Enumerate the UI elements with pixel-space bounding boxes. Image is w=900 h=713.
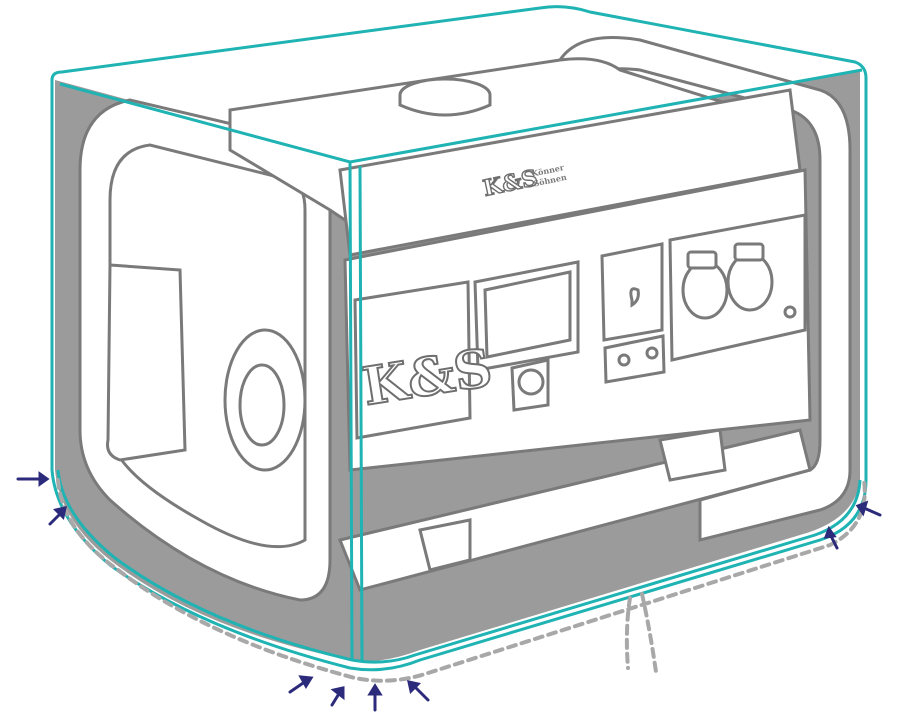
arrow-icon	[288, 675, 314, 694]
arrow-icon	[823, 525, 839, 550]
arrow-icon	[16, 471, 50, 487]
socket-2	[726, 252, 774, 312]
arrow-icon	[330, 686, 345, 707]
arrow-icon	[367, 683, 383, 712]
logo-box	[353, 280, 472, 440]
arrow-icon	[855, 500, 882, 517]
cover-outline	[50, 5, 868, 672]
recoil-housing	[106, 263, 187, 462]
choke-knob	[517, 368, 545, 396]
socket-1	[681, 260, 729, 320]
generator-body	[106, 57, 812, 592]
arrow-icon	[48, 506, 67, 526]
top-logo: K&S Könner Söhnen	[480, 162, 567, 203]
arrow-icon	[407, 680, 430, 702]
tension-arrows	[16, 471, 882, 712]
elastic-hem	[56, 478, 867, 683]
